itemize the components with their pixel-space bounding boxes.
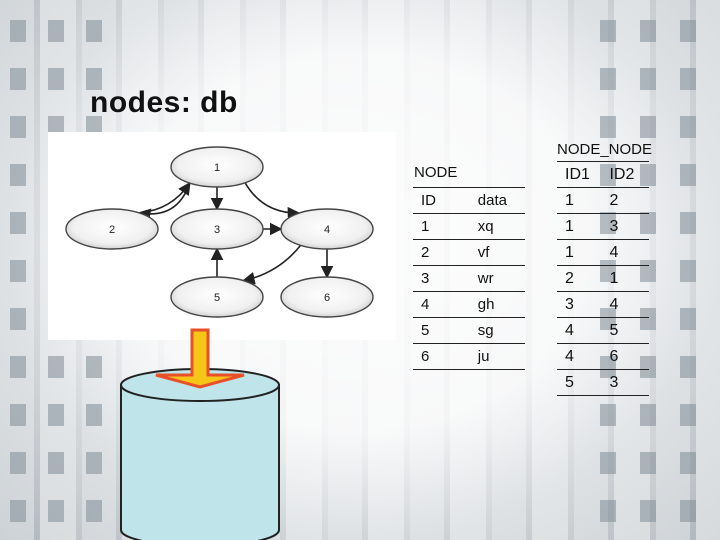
node-table-cell: 1 bbox=[413, 213, 470, 240]
node-node-table-name: NODE_NODE bbox=[557, 141, 653, 158]
node-table-cell: 2 bbox=[413, 239, 470, 266]
graph-node-6: 6 bbox=[280, 276, 374, 318]
graph-node-ellipse bbox=[280, 208, 374, 250]
node-table-cell: ju bbox=[469, 343, 525, 370]
graph-node-label: 2 bbox=[109, 224, 115, 236]
graph-diagram-panel: 1 2 3 4 5 6 bbox=[48, 132, 396, 340]
graph-edge-arrow bbox=[137, 182, 191, 222]
node-node-table-cell: 1 bbox=[557, 239, 602, 266]
node-table-cell: gh bbox=[469, 291, 525, 318]
slide-title: nodes: db bbox=[90, 86, 238, 119]
node-node-table-cell: 1 bbox=[557, 187, 602, 214]
database-diagram bbox=[120, 328, 280, 540]
node-node-table-column-header: ID1 bbox=[557, 161, 602, 188]
node-table-column-header: data bbox=[469, 187, 525, 214]
node-node-table-column-header: ID2 bbox=[601, 161, 649, 188]
graph-node-ellipse bbox=[170, 208, 264, 250]
node-node-table-cell: 2 bbox=[557, 265, 602, 292]
graph-node-5: 5 bbox=[170, 276, 264, 318]
node-node-table-cell: 6 bbox=[601, 343, 649, 370]
graph-node-label: 1 bbox=[214, 162, 220, 174]
node-table-cell: 3 bbox=[413, 265, 470, 292]
graph-node-ellipse bbox=[170, 276, 264, 318]
graph-edge-arrow bbox=[241, 244, 302, 285]
graph-node-label: 3 bbox=[214, 224, 220, 236]
node-node-table-cell: 4 bbox=[601, 239, 649, 266]
graph-node-ellipse bbox=[65, 208, 159, 250]
node-table-column-header: ID bbox=[413, 187, 470, 214]
graph-node-4: 4 bbox=[280, 208, 374, 250]
node-table-cell: sg bbox=[469, 317, 525, 344]
node-node-table-cell: 5 bbox=[557, 369, 602, 396]
node-table-cell: vf bbox=[469, 239, 525, 266]
graph-node-1: 1 bbox=[170, 146, 264, 188]
node-node-table-cell: 3 bbox=[601, 213, 649, 240]
graph-edge-arrow bbox=[244, 182, 301, 220]
node-node-table-cell: 2 bbox=[601, 187, 649, 214]
graph-node-ellipse bbox=[280, 276, 374, 318]
graph-node-ellipse bbox=[170, 146, 264, 188]
graph-node-3: 3 bbox=[170, 208, 264, 250]
node-table-cell: xq bbox=[469, 213, 525, 240]
graph-node-label: 6 bbox=[324, 292, 330, 304]
graph-edge-arrow bbox=[139, 181, 191, 214]
graph-node-label: 4 bbox=[324, 224, 330, 236]
graph-node-label: 5 bbox=[214, 292, 220, 304]
node-node-table-cell: 1 bbox=[557, 213, 602, 240]
node-table-cell: 6 bbox=[413, 343, 470, 370]
node-node-table-cell: 3 bbox=[601, 369, 649, 396]
node-node-table-cell: 4 bbox=[601, 291, 649, 318]
graph-node-2: 2 bbox=[65, 208, 159, 250]
node-node-table-cell: 5 bbox=[601, 317, 649, 344]
node-node-table-cell: 4 bbox=[557, 343, 602, 370]
node-node-table-cell: 4 bbox=[557, 317, 602, 344]
node-node-table-cell: 3 bbox=[557, 291, 602, 318]
graph-diagram: 1 2 3 4 5 6 bbox=[65, 146, 374, 318]
node-table-cell: wr bbox=[469, 265, 525, 292]
node-table-cell: 4 bbox=[413, 291, 470, 318]
node-table-name: NODE bbox=[414, 164, 458, 181]
database-cylinder-icon bbox=[120, 368, 280, 540]
node-table-cell: 5 bbox=[413, 317, 470, 344]
node-node-table-cell: 1 bbox=[601, 265, 649, 292]
down-arrow-icon bbox=[155, 328, 245, 389]
